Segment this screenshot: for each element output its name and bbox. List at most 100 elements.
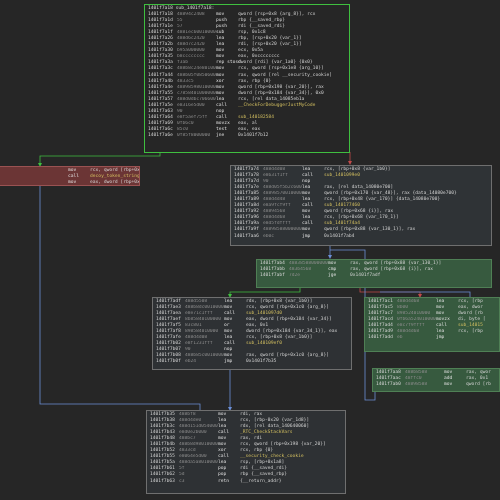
instruction-bytes: 48898598010000: [177, 84, 216, 90]
edge-entry-to-left: [39, 152, 161, 166]
instruction-mnemonic: mov: [224, 329, 233, 335]
instruction-address: 1401f7aef: [156, 317, 181, 323]
instruction-row[interactable]: 1401f7a3c488b8c24e8010000movrcx, qword […: [148, 66, 349, 72]
instruction-address: 1401f7a1e: [148, 24, 173, 30]
instruction-address: 1401f7a78: [234, 173, 259, 179]
instruction-operands: sub_1401097d0: [246, 311, 282, 317]
instruction-mnemonic: sub: [216, 30, 225, 36]
instruction-mnemonic: mov: [68, 180, 77, 186]
instruction-operands: rdi {__saved_rdi}: [238, 24, 286, 30]
instruction-bytes: 488b8d98010000: [179, 442, 218, 448]
instruction-mnemonic: call: [302, 221, 314, 227]
instruction-bytes: 488bf8: [179, 412, 196, 417]
instruction-bytes: 483b4568: [289, 267, 312, 273]
instruction-bytes: 83c801: [185, 323, 202, 329]
instruction-address: 1401f7af8: [156, 329, 181, 335]
instruction-row[interactable]: 1401f7a55c78584010000000000movdword [rbp…: [148, 91, 349, 97]
instruction-operands: eax, dwor: [458, 305, 483, 311]
instruction-bytes: eb24: [185, 359, 197, 365]
